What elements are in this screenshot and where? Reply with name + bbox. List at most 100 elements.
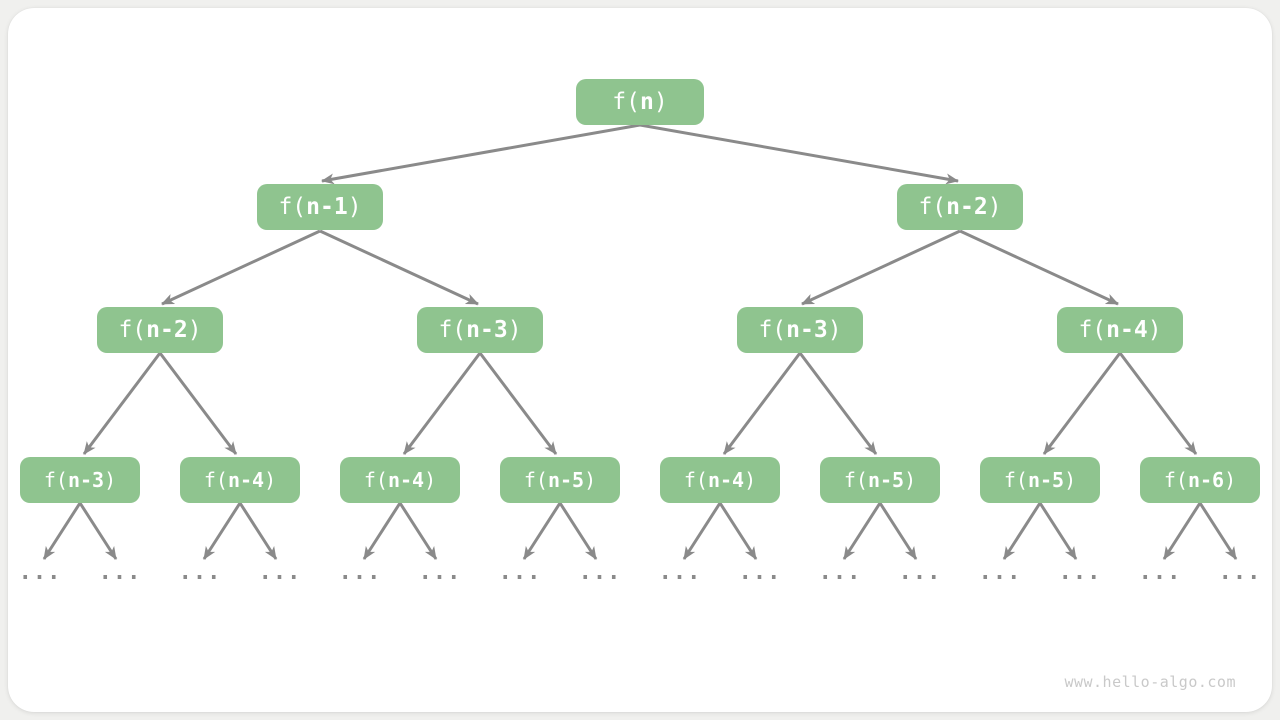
edge-arrow [1162,502,1202,560]
watermark: www.hello-algo.com [1064,673,1236,691]
node-label-suffix: ) [104,468,117,492]
ellipsis-leaf: ... [658,560,702,585]
ellipsis-leaf: ... [258,560,302,585]
node-label-suffix: ) [264,468,277,492]
tree-node: f(n-5) [820,457,940,503]
edge-arrow [82,352,162,455]
tree-node: f(n-4) [1057,307,1183,353]
node-label-arg: n-3 [67,468,105,492]
tree-node: f(n-6) [1140,457,1260,503]
node-label-arg: n-3 [466,317,508,343]
tree-node: f(n-3) [417,307,543,353]
node-label-suffix: ) [987,194,1002,220]
node-label-arg: n-5 [547,468,585,492]
tree-node: f(n-2) [97,307,223,353]
tree-node: f(n-1) [257,184,383,230]
node-label-prefix: f( [843,468,868,492]
node-label-arg: n-5 [867,468,905,492]
node-label-suffix: ) [904,468,917,492]
node-label-prefix: f( [43,468,68,492]
node-label-arg: n-1 [306,194,348,220]
node-label-suffix: ) [424,468,437,492]
node-label-arg: n-2 [946,194,988,220]
edge-arrow [1118,352,1198,455]
edge-arrow [959,229,1119,306]
edge-arrow [842,502,882,560]
node-label-arg: n-4 [227,468,265,492]
node-label-arg: n-4 [387,468,425,492]
node-label-prefix: f( [203,468,228,492]
tree-node: f(n-2) [897,184,1023,230]
ellipsis-leaf: ... [1138,560,1182,585]
edge-arrow [801,229,961,306]
node-label-arg: n-4 [1106,317,1148,343]
ellipsis-leaf: ... [1058,560,1102,585]
edge-arrow [161,229,321,306]
edge-arrow [522,502,562,560]
edge-arrow [78,502,118,560]
node-label-arg: n-6 [1187,468,1225,492]
edge-arrow [402,352,482,455]
edge-arrow [722,352,802,455]
tree-node: f(n-5) [980,457,1100,503]
edge-arrow [362,502,402,560]
edge-arrow [639,123,959,185]
ellipsis-leaf: ... [1218,560,1262,585]
node-label-suffix: ) [1064,468,1077,492]
node-label-prefix: f( [118,317,147,343]
edge-arrow [42,502,82,560]
node-label-suffix: ) [584,468,597,492]
node-label-arg: n-5 [1027,468,1065,492]
ellipsis-leaf: ... [98,560,142,585]
ellipsis-leaf: ... [578,560,622,585]
edge-arrow [478,352,558,455]
edge-arrow [558,502,598,560]
edge-arrow [1198,502,1238,560]
edge-arrow [682,502,722,560]
node-label-prefix: f( [758,317,787,343]
edge-arrow [238,502,278,560]
node-label-arg: n-4 [707,468,745,492]
node-label-prefix: f( [523,468,548,492]
tree-node: f(n) [576,79,704,125]
node-label-prefix: f( [1003,468,1028,492]
node-label-arg: n-2 [146,317,188,343]
node-label-suffix: ) [1224,468,1237,492]
ellipsis-leaf: ... [418,560,462,585]
node-label-arg: n [639,89,654,115]
tree-node: f(n-3) [20,457,140,503]
tree-node: f(n-4) [180,457,300,503]
tree-node: f(n-4) [340,457,460,503]
node-label-prefix: f( [363,468,388,492]
node-label-prefix: f( [438,317,467,343]
ellipsis-leaf: ... [738,560,782,585]
edge-arrow [798,352,878,455]
tree-node: f(n-5) [500,457,620,503]
ellipsis-leaf: ... [338,560,382,585]
node-label-prefix: f( [918,194,947,220]
node-label-suffix: ) [187,317,202,343]
node-label-prefix: f( [683,468,708,492]
ellipsis-leaf: ... [498,560,542,585]
edge-arrow [398,502,438,560]
edge-arrow [321,123,641,185]
edge-arrow [158,352,238,455]
node-label-suffix: ) [827,317,842,343]
node-label-suffix: ) [507,317,522,343]
node-label-prefix: f( [1163,468,1188,492]
node-label-arg: n-3 [786,317,828,343]
ellipsis-leaf: ... [178,560,222,585]
edge-arrow [319,229,479,306]
ellipsis-leaf: ... [18,560,62,585]
ellipsis-leaf: ... [978,560,1022,585]
edge-arrow [1042,352,1122,455]
edge-arrow [878,502,918,560]
ellipsis-leaf: ... [818,560,862,585]
node-label-prefix: f( [278,194,307,220]
ellipsis-leaf: ... [898,560,942,585]
node-label-prefix: f( [1078,317,1107,343]
edge-arrow [1002,502,1042,560]
node-label-suffix: ) [1147,317,1162,343]
edge-arrow [1038,502,1078,560]
